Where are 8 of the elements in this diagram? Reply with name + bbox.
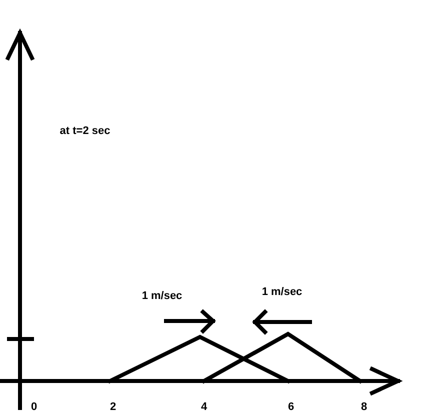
speed-label: 1 m/sec <box>262 286 302 298</box>
axis-number: 0 <box>30 401 38 411</box>
axis-number: 6 <box>288 401 294 411</box>
speed-label: 1 m/sec <box>142 290 182 302</box>
time-label: at t=2 sec <box>60 125 110 137</box>
axis-number: 8 <box>360 401 368 411</box>
axis-number: 4 <box>200 401 208 411</box>
axis-number: 2 <box>110 401 116 411</box>
